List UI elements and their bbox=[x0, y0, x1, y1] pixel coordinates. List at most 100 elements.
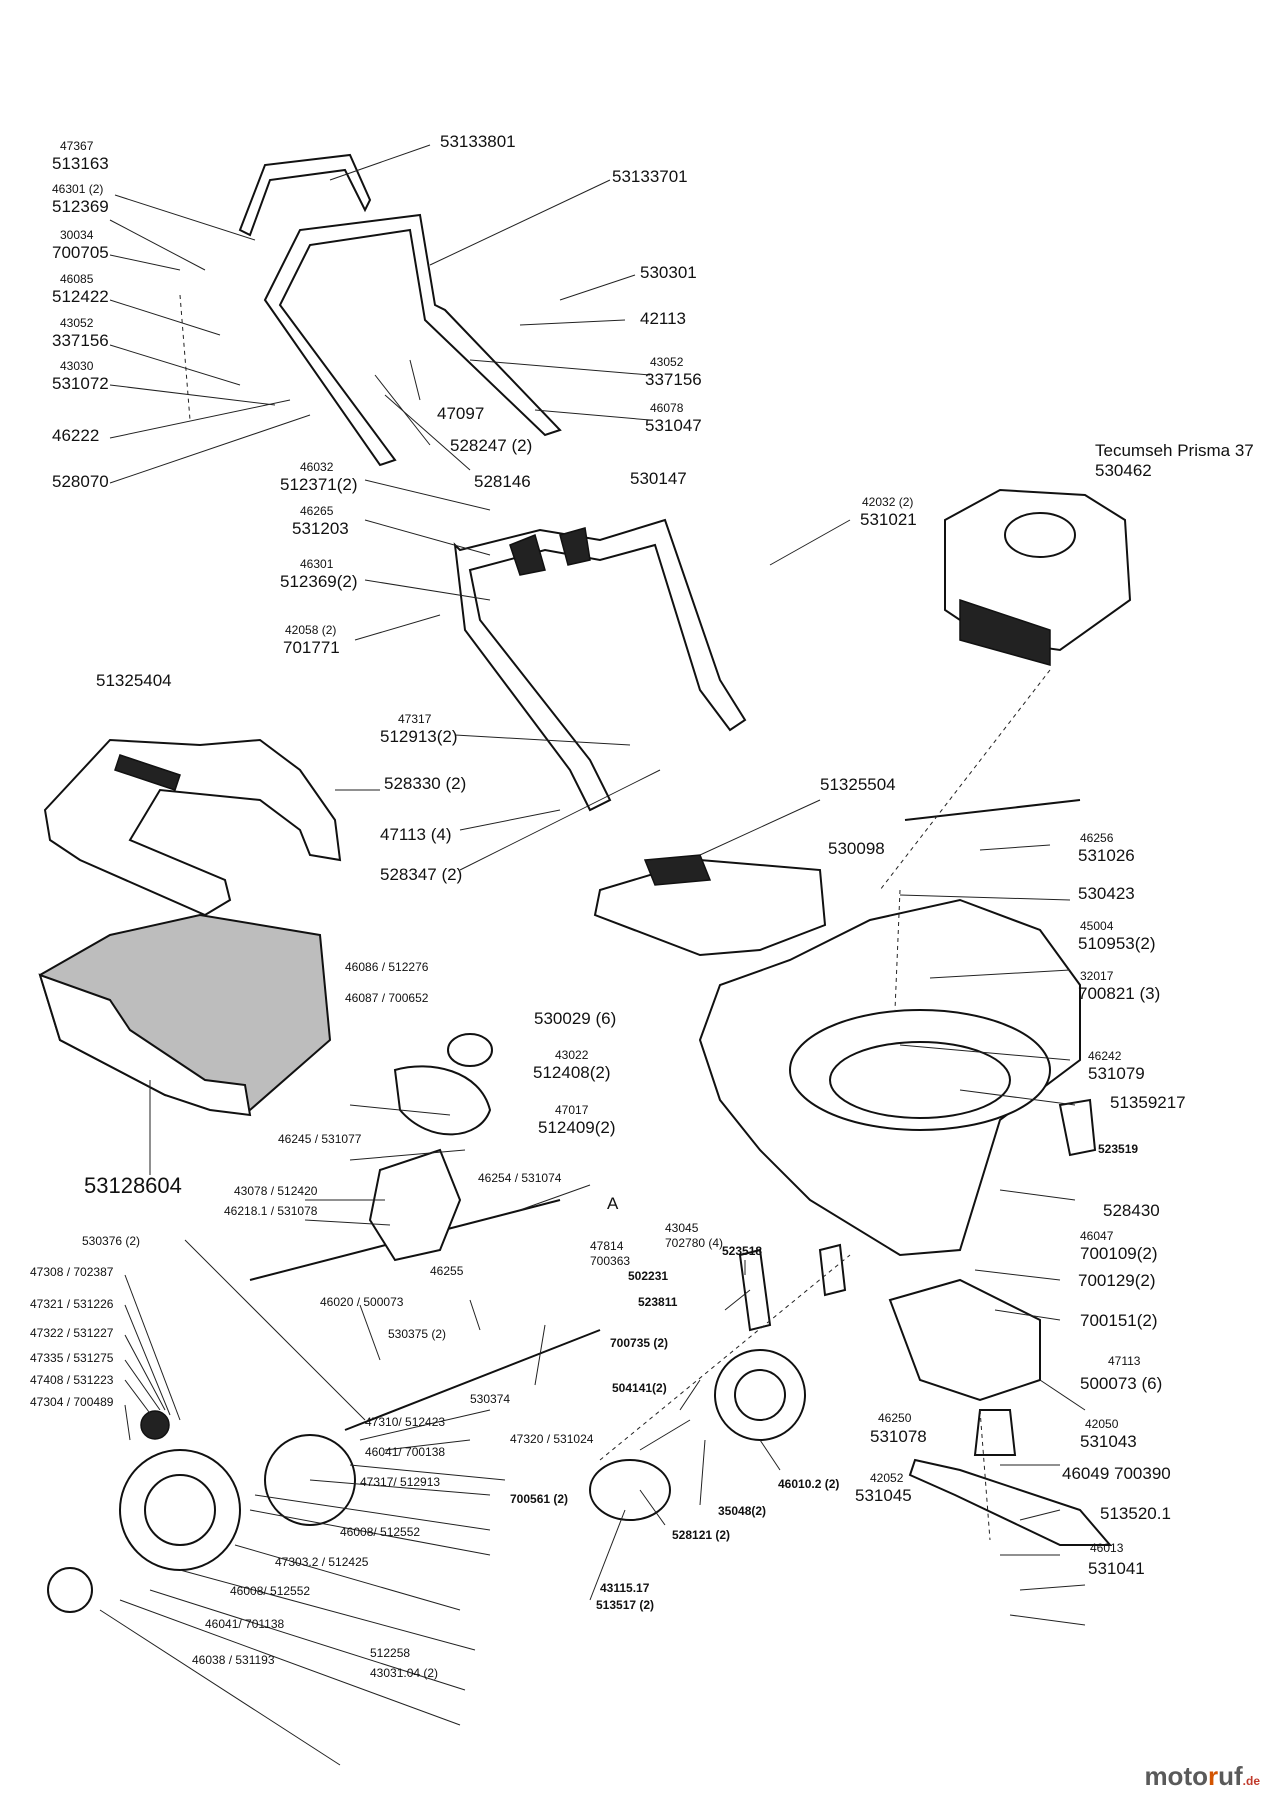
part-label: 46254 / 531074 bbox=[478, 1171, 562, 1185]
part-label: 47814 bbox=[590, 1239, 624, 1253]
part-label: 528347 (2) bbox=[380, 865, 463, 884]
part-label: 528430 bbox=[1103, 1201, 1160, 1220]
part-label: 46010.2 (2) bbox=[778, 1477, 840, 1491]
blade-adapter bbox=[888, 1278, 1041, 1402]
part-label: 51325504 bbox=[820, 775, 896, 794]
part-label: 43022 bbox=[555, 1048, 589, 1062]
assembly-line-wheel bbox=[599, 1254, 851, 1461]
part-label: 531045 bbox=[855, 1486, 912, 1505]
part-label: 523811 bbox=[638, 1295, 678, 1309]
part-label: 530376 (2) bbox=[82, 1234, 141, 1248]
part-label: 700151(2) bbox=[1080, 1311, 1158, 1330]
part-label: 45004 bbox=[1080, 919, 1114, 933]
part-label: 43052 bbox=[60, 316, 94, 330]
part-label: 47408 / 531223 bbox=[30, 1373, 114, 1387]
part-label: 337156 bbox=[52, 331, 109, 350]
part-label: 42113 bbox=[640, 309, 687, 328]
part-label: 43052 bbox=[650, 355, 684, 369]
part-label: 502231 bbox=[628, 1269, 669, 1283]
part-label: 530098 bbox=[828, 839, 885, 858]
part-label: 531026 bbox=[1078, 846, 1135, 865]
part-label: 531041 bbox=[1088, 1559, 1145, 1578]
part-label: 530147 bbox=[630, 469, 687, 488]
part-label: 32017 bbox=[1080, 969, 1114, 983]
wheel-dust-cap bbox=[47, 1567, 93, 1613]
part-label: 512408(2) bbox=[533, 1063, 611, 1082]
lower-handle bbox=[453, 518, 747, 812]
part-label: 523518 bbox=[722, 1244, 763, 1258]
part-label: 700561 (2) bbox=[510, 1492, 569, 1506]
part-label: 47308 / 702387 bbox=[30, 1265, 114, 1279]
part-label: 700735 (2) bbox=[610, 1336, 669, 1350]
part-label: 701771 bbox=[283, 638, 340, 657]
part-label: 46032 bbox=[300, 460, 334, 474]
part-label: 51359217 bbox=[1110, 1093, 1186, 1112]
part-label: 700705 bbox=[52, 243, 109, 262]
part-label: 530301 bbox=[640, 263, 697, 282]
part-label: 500073 (6) bbox=[1080, 1374, 1163, 1393]
pulley-top bbox=[447, 1033, 493, 1067]
part-label: 513520.1 bbox=[1100, 1504, 1171, 1523]
rear-cover-handle bbox=[643, 854, 712, 886]
part-label: 46049 700390 bbox=[1062, 1464, 1171, 1483]
part-label: 47097 bbox=[437, 404, 485, 423]
part-label: 46222 bbox=[52, 426, 100, 445]
part-label: 46008/ 512552 bbox=[340, 1525, 421, 1539]
part-label: 43031.04 (2) bbox=[370, 1666, 439, 1680]
assembly-line-engine bbox=[879, 669, 1051, 891]
part-label: 531078 bbox=[870, 1427, 927, 1446]
part-label: 46047 bbox=[1080, 1229, 1114, 1243]
part-label: 47367 bbox=[60, 139, 94, 153]
part-label: 46041/ 700138 bbox=[365, 1445, 446, 1459]
mid-handle bbox=[263, 213, 562, 467]
part-label: 46218.1 / 531078 bbox=[224, 1204, 318, 1218]
part-label: 46038 / 531193 bbox=[192, 1653, 275, 1667]
part-label: 512913(2) bbox=[380, 727, 458, 746]
part-label: 43115.17 bbox=[600, 1581, 650, 1595]
part-label: 51325404 bbox=[96, 671, 172, 690]
part-label: 530374 bbox=[470, 1392, 511, 1406]
part-label: 512369(2) bbox=[280, 572, 358, 591]
part-label: 46008/ 512552 bbox=[230, 1584, 311, 1598]
part-label: 46085 bbox=[60, 272, 94, 286]
part-label: 47310/ 512423 bbox=[365, 1415, 446, 1429]
part-label: 531043 bbox=[1080, 1432, 1137, 1451]
front-axle bbox=[344, 1329, 601, 1431]
part-label: 700109(2) bbox=[1080, 1244, 1158, 1263]
part-label: 531079 bbox=[1088, 1064, 1145, 1083]
part-label: 46242 bbox=[1088, 1049, 1122, 1063]
part-label: 528121 (2) bbox=[672, 1528, 731, 1542]
rear-gear bbox=[140, 1410, 170, 1440]
part-label: 512369 bbox=[52, 197, 109, 216]
part-label: 528330 (2) bbox=[384, 774, 467, 793]
part-label: 531047 bbox=[645, 416, 702, 435]
part-label: 47113 bbox=[1108, 1354, 1141, 1368]
part-label: 53133701 bbox=[612, 167, 688, 186]
part-label: 512422 bbox=[52, 287, 109, 306]
part-label: 700821 (3) bbox=[1078, 984, 1161, 1003]
part-label: 510953(2) bbox=[1078, 934, 1156, 953]
part-label: 47113 (4) bbox=[380, 825, 452, 844]
part-label: 528070 bbox=[52, 472, 109, 491]
part-label: 531021 bbox=[860, 510, 917, 529]
part-label: 47303.2 / 512425 bbox=[275, 1555, 369, 1569]
part-label: 530029 (6) bbox=[534, 1009, 617, 1028]
part-label: 42050 bbox=[1085, 1417, 1119, 1431]
handle-knob-2 bbox=[559, 527, 591, 566]
front-wheel-cap bbox=[589, 1459, 671, 1521]
part-label: 47335 / 531275 bbox=[30, 1351, 114, 1365]
watermark-logo: motoruf.de bbox=[1144, 1761, 1260, 1791]
rear-wheel-hub bbox=[144, 1474, 216, 1546]
part-label: 46250 bbox=[878, 1411, 912, 1425]
part-label: 46255 bbox=[430, 1264, 464, 1278]
part-label: 46245 / 531077 bbox=[278, 1132, 362, 1146]
part-label: 47321 / 531226 bbox=[30, 1297, 114, 1311]
part-label: 530423 bbox=[1078, 884, 1135, 903]
throttle-cable bbox=[904, 799, 1081, 821]
upper-handle bbox=[238, 153, 372, 237]
part-label: 46013 bbox=[1090, 1541, 1124, 1555]
part-label: 46086 / 512276 bbox=[345, 960, 429, 974]
cutting-blade bbox=[908, 1458, 1113, 1546]
